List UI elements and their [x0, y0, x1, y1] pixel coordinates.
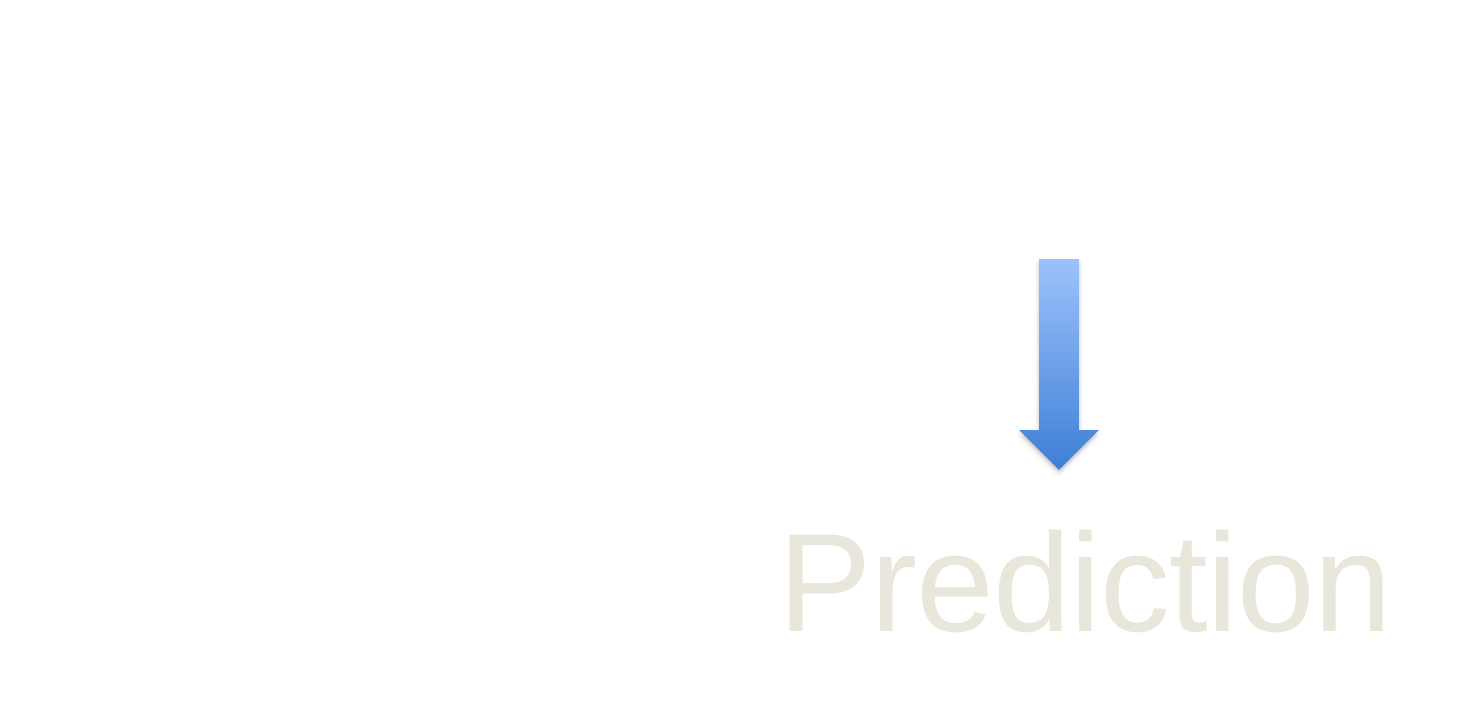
down-arrow-icon [1019, 259, 1099, 470]
prediction-label: Prediction [778, 504, 1392, 661]
